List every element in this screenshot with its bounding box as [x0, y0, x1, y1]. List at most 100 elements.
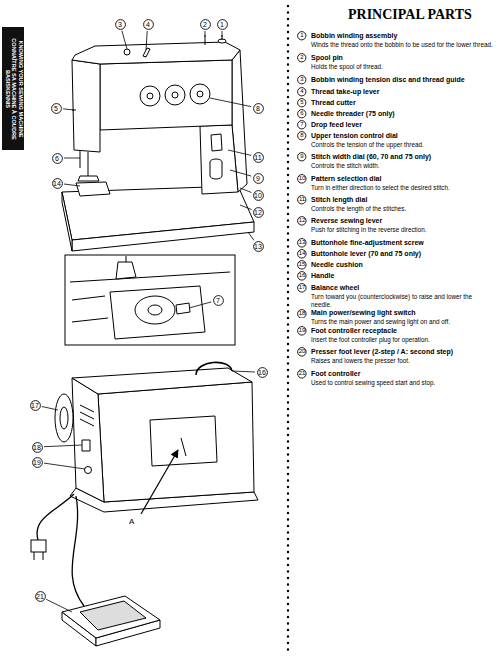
callout-circle: 7	[297, 120, 307, 130]
machine-rear-view	[55, 362, 258, 512]
callout-circle: 19	[297, 326, 307, 336]
section-tab-text: BASISKENNIS	[3, 69, 10, 107]
part-name: Main power/sewing light switch	[311, 309, 494, 317]
callout-circle: 17	[297, 283, 307, 293]
part-description: Controls the length of the stitches.	[311, 205, 494, 213]
callout-number: 11	[253, 152, 264, 163]
callout-circle: 14	[52, 178, 63, 189]
callout-circle: 14	[297, 249, 307, 259]
part-name: Drop feed lever	[311, 121, 494, 129]
part-description: Push for stitching in the reverse direct…	[311, 226, 494, 234]
callout-number: 3	[297, 75, 307, 85]
view-arrow	[141, 450, 178, 514]
callout-circle: 21	[297, 369, 307, 379]
part-name: Foot controller	[311, 370, 494, 378]
callout-number: 1	[297, 31, 307, 41]
callout-number: 18	[297, 309, 307, 319]
dotted-separator	[287, 6, 289, 650]
callout-circle: 17	[30, 400, 41, 411]
part-name: Buttonhole fine-adjustment screw	[311, 239, 494, 247]
part-name: Handle	[311, 272, 494, 280]
callout-circle: 10	[297, 174, 307, 184]
callout-number: 10	[297, 174, 307, 184]
callout-number: 14	[52, 178, 63, 189]
part-name: Stitch length dial	[311, 196, 494, 204]
callout-number: 20	[297, 347, 307, 357]
callout-number: 18	[32, 442, 43, 453]
callout-number: 19	[297, 326, 307, 336]
callout-circle: 2	[200, 19, 211, 30]
part-name: Thread take-up lever	[311, 88, 494, 96]
callout-number: 11	[297, 195, 307, 205]
callout-circle: 20	[297, 347, 307, 357]
part-name: Buttonhole lever (70 and 75 only)	[311, 250, 494, 258]
part-name: Spool pin	[311, 54, 494, 62]
part-name: Needle cushion	[311, 261, 494, 269]
plug	[31, 540, 46, 560]
part-name: Bobbin winding tension disc and thread g…	[311, 76, 494, 84]
part-description: Turn toward you (counterclockwise) to ra…	[311, 293, 494, 308]
callout-number: 3	[115, 19, 126, 30]
callout-number: 13	[253, 241, 264, 252]
part-name: Needle threader (75 only)	[311, 110, 494, 118]
callout-number: 17	[30, 400, 41, 411]
part-description: Winds the thread onto the bobbin to be u…	[311, 41, 494, 49]
callout-circle: 9	[253, 173, 264, 184]
part-description: Controls the stitch width.	[311, 162, 494, 170]
callout-circle: 4	[297, 87, 307, 97]
callout-number: 14	[297, 249, 307, 259]
callout-number: 2	[297, 53, 307, 63]
part-name: Pattern selection dial	[311, 175, 494, 183]
callout-circle: 11	[297, 195, 307, 205]
callout-circle: 13	[297, 238, 307, 248]
callout-circle: 3	[297, 75, 307, 85]
callout-number: 4	[297, 87, 307, 97]
part-description: Used to control sewing speed start and s…	[311, 379, 494, 387]
part-description: Controls the tension of the upper thread…	[311, 141, 494, 149]
callout-circle: 16	[257, 367, 268, 378]
callout-number: 16	[297, 271, 307, 281]
callout-circle: 12	[297, 216, 307, 226]
callout-circle: 2	[297, 53, 307, 63]
callout-circle: 13	[253, 241, 264, 252]
part-name: Balance wheel	[311, 284, 494, 292]
callout-number: 2	[200, 19, 211, 30]
callout-circle: 8	[297, 131, 307, 141]
callout-number: 7	[297, 120, 307, 130]
part-name: Foot controller receptacle	[311, 327, 494, 335]
callout-circle: 18	[32, 442, 43, 453]
callout-circle: 1	[217, 19, 228, 30]
callout-number: 8	[253, 103, 264, 114]
callout-number: 5	[297, 98, 307, 108]
part-description: Turns the main power and sewing light on…	[311, 318, 494, 326]
part-name: Presser foot lever (2-step / A: second s…	[311, 348, 494, 356]
callout-number: 21	[35, 591, 46, 602]
callout-number: 5	[51, 103, 62, 114]
section-tab-text: KNOWING YOUR SEWING MACHINE	[16, 40, 23, 137]
part-description: Holds the spool of thread.	[311, 63, 494, 71]
callout-number: 6	[52, 153, 63, 164]
callout-circle: 9	[297, 152, 307, 162]
section-tab: KNOWING YOUR SEWING MACHINECONNAÎTRE SA …	[2, 27, 24, 150]
callout-circle: 7	[213, 295, 224, 306]
callout-number: 6	[297, 109, 307, 119]
callout-number: 10	[253, 190, 264, 201]
machine-front-view	[62, 35, 254, 251]
callout-circle: 6	[52, 153, 63, 164]
page-title: PRINCIPAL PARTS	[348, 7, 472, 23]
callout-circle: 3	[115, 19, 126, 30]
part-description: Raises and lowers the presser foot.	[311, 357, 494, 365]
callout-circle: 15	[297, 260, 307, 270]
callout-number: 8	[297, 131, 307, 141]
callout-number: 7	[213, 295, 224, 306]
view-label: A	[128, 517, 135, 527]
callout-circle: 10	[253, 190, 264, 201]
part-name: Bobbin winding assembly	[311, 32, 494, 40]
part-description: Insert the foot controller plug for oper…	[311, 336, 494, 344]
callout-number: 15	[297, 260, 307, 270]
callout-circle: 18	[297, 309, 307, 319]
callout-number: 12	[297, 216, 307, 226]
part-name: Thread cutter	[311, 99, 494, 107]
callout-circle: 6	[297, 109, 307, 119]
